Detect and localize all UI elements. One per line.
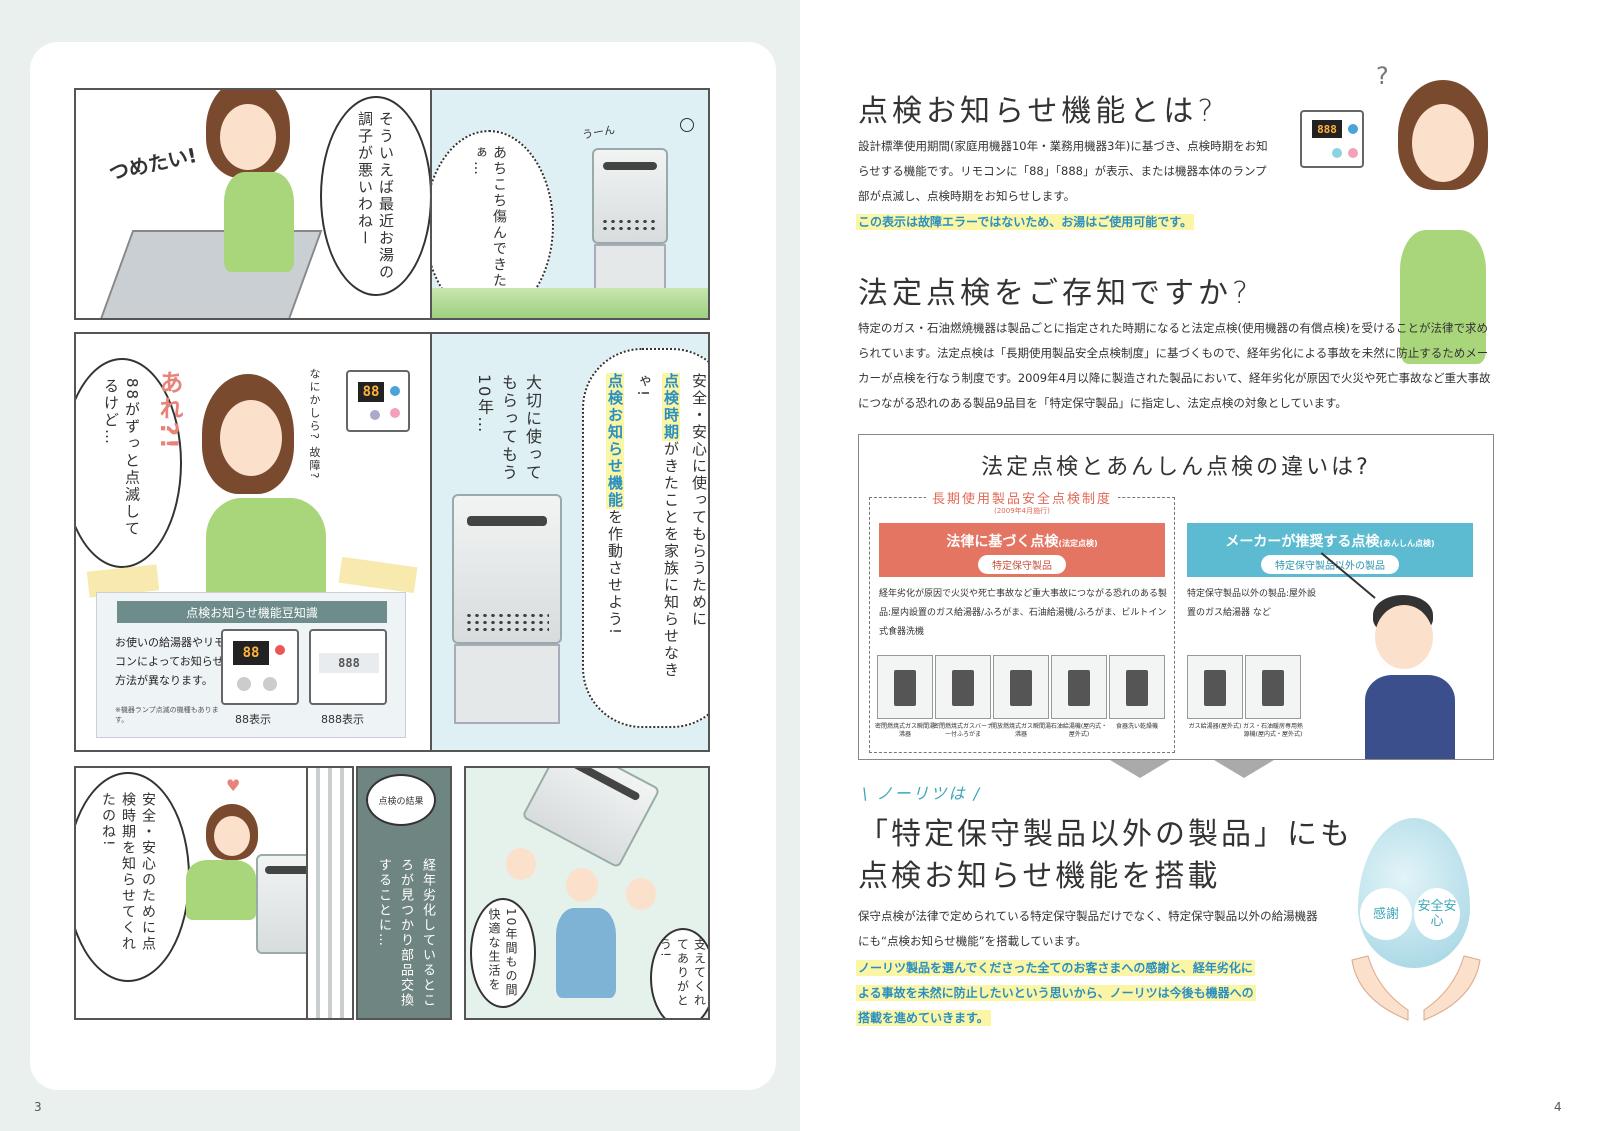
tip-note: ※機器ランプ点滅の機種もあります。: [115, 706, 219, 724]
manga-panel-8: 10年間もの間快適な生活を 支えてくれてありがとう!: [464, 766, 710, 1020]
small-bubble-7: 点検の結果: [366, 774, 436, 826]
remote-88: 88: [221, 629, 299, 705]
safety-circle: 安全安心: [1414, 888, 1460, 940]
product-thumbnail: [1187, 655, 1243, 719]
legal-inspection-head: 法律に基づく点検(法定点検) 特定保守製品: [879, 523, 1165, 577]
manga-panel-4: 大切に使ってもらってもう10年… 安全・安心に使ってもらうために 点検時期がきた…: [430, 332, 710, 752]
product-label: 石油給湯機(屋内式・屋外式): [1050, 723, 1108, 738]
small-question: なにかしら? 故障?: [308, 368, 321, 481]
system-frame: 長期使用製品安全点検制度 (2009年4月施行): [869, 492, 1175, 753]
arrow-left: [1110, 760, 1170, 778]
product-thumbnail: [1245, 655, 1301, 719]
section1-title: 点検お知らせ機能とは?: [858, 94, 1218, 129]
hands-icon: [1351, 955, 1481, 1021]
speech-bubble-8a: 10年間もの間快適な生活を: [470, 898, 536, 1008]
speech-bubble-3: 88がずっと点滅してるけど…: [76, 358, 182, 568]
remote-illustration: 888: [1300, 110, 1364, 168]
fly-icon: [680, 118, 694, 132]
product-label: 開放燃焼式ガス瞬間湯沸器: [990, 723, 1051, 738]
product-label: 密閉燃焼式ガスバーナー付ふろがま: [932, 723, 993, 738]
legal-desc: 経年劣化が原因で火災や死亡事故など重大事故につながる恐れのある製品:屋内設置のガ…: [879, 589, 1168, 637]
product-thumbnail: [935, 655, 991, 719]
anshin-desc: 特定保守製品以外の製品:屋外設置のガス給湯器 など: [1187, 589, 1317, 618]
section2-body: 特定のガス・石油燃焼機器は製品ごとに指定された時期になると法定点検(使用機器の有…: [858, 321, 1491, 410]
difference-title: 法定点検とあんしん点検の違いは?: [981, 455, 1371, 480]
manga-panel-2: あちこち傷んできたなぁ… うーん: [430, 88, 710, 320]
product-label: ガス・石油暖房専用熱源機(屋内式・屋外式): [1242, 723, 1303, 738]
tip-title: 点検お知らせ機能豆知識: [117, 601, 387, 623]
grass: [432, 288, 708, 318]
arrow-right: [1214, 760, 1274, 778]
heart-icon: ♥: [226, 776, 241, 795]
speech-bubble-6: 安全・安心のために点検時期を知らせてくれたのね!: [76, 772, 190, 982]
product-thumbnail: [1109, 655, 1165, 719]
section3-highlight: ノーリツ製品を選んでくださった全てのお客さまへの感謝と、経年劣化に よる事故を未…: [856, 960, 1256, 1026]
water-heater-2: [452, 494, 562, 644]
section3-body: 保守点検が法律で定められている特定保守製品だけでなく、特定保守製品以外の給湯機器…: [858, 909, 1318, 948]
panel4-text: 大切に使ってもらってもう10年…: [475, 374, 542, 482]
section3-title: 「特定保守製品以外の製品」にも 点検お知らせ機能を搭載: [858, 817, 1353, 894]
label-888: 888表示: [321, 713, 364, 726]
difference-box: 法定点検とあんしん点検の違いは? 長期使用製品安全点検制度 (2009年4月施行…: [858, 434, 1494, 760]
system-name: 長期使用製品安全点検制度: [925, 492, 1118, 507]
thought-bubble-2: あちこち傷んできたなぁ…: [432, 130, 554, 318]
water-heater: [592, 148, 668, 244]
sfx-text: うーん: [581, 123, 616, 142]
manga-panel-1: つめたい! そういえば最近お湯の調子が悪いわねー: [74, 88, 432, 320]
manga-panel-7-pipes: [306, 766, 354, 1020]
gratitude-circle: 感謝: [1360, 888, 1412, 940]
product-thumbnail: [993, 655, 1049, 719]
remote-888: 888: [309, 629, 387, 705]
section1-highlight: この表示は故障エラーではないため、お湯はご使用可能です。: [856, 214, 1195, 230]
product-thumbnail: [877, 655, 933, 719]
heater-stand-2: [454, 644, 560, 724]
manga-panel-6: 安全・安心のために点検時期を知らせてくれたのね! ♥: [74, 766, 308, 1020]
water-drop-icon: 感謝 安全安心: [1358, 818, 1470, 968]
remote-controller: 88: [346, 370, 410, 432]
thought-bubble-1: そういえば最近お湯の調子が悪いわねー: [320, 96, 430, 296]
tip-box: 点検お知らせ機能豆知識 お使いの給湯器やリモコンによってお知らせ方法が異なります…: [96, 592, 406, 738]
product-label: 密閉燃焼式ガス瞬間湯沸器: [874, 723, 935, 738]
label-88: 88表示: [235, 713, 271, 726]
anshin-inspection-head: メーカーが推奨する点検(あんしん点検) 特定保守製品以外の製品: [1187, 523, 1473, 577]
section1-body: 設計標準使用期間(家庭用機器10年・業務用機器3年)に基づき、点検時期をお知らせ…: [858, 139, 1268, 203]
family-group: [496, 838, 676, 998]
product-thumbnail: [1051, 655, 1107, 719]
page-number-right: 4: [1554, 1100, 1562, 1114]
are-shout: あれ?!: [155, 370, 183, 451]
system-sub: (2009年4月施行): [994, 507, 1050, 515]
water-heater-3: [256, 854, 306, 954]
page-number-left: 3: [34, 1100, 42, 1114]
product-label: 食器洗い乾燥機: [1115, 723, 1158, 730]
section2-title: 法定点検をご存知ですか?: [858, 276, 1252, 311]
noritz-tag: \ ノーリツは /: [862, 784, 981, 803]
shout-text: つめたい!: [106, 142, 199, 185]
manga-panel-7: 点検の結果 経年劣化しているところが見つかり部品交換することに…: [356, 766, 452, 1020]
tip-text: お使いの給湯器やリモコンによってお知らせ方法が異なります。: [115, 636, 225, 687]
speech-bubble-8b: 支えてくれてありがとう!: [650, 928, 708, 1018]
speech-bubble-5: 安全・安心に使ってもらうために 点検時期がきたことを家族に知らせなきゃ! 点検お…: [582, 348, 708, 728]
product-label: ガス給湯器(屋外式): [1188, 723, 1242, 730]
question-mark-icon: ?: [1376, 62, 1389, 90]
